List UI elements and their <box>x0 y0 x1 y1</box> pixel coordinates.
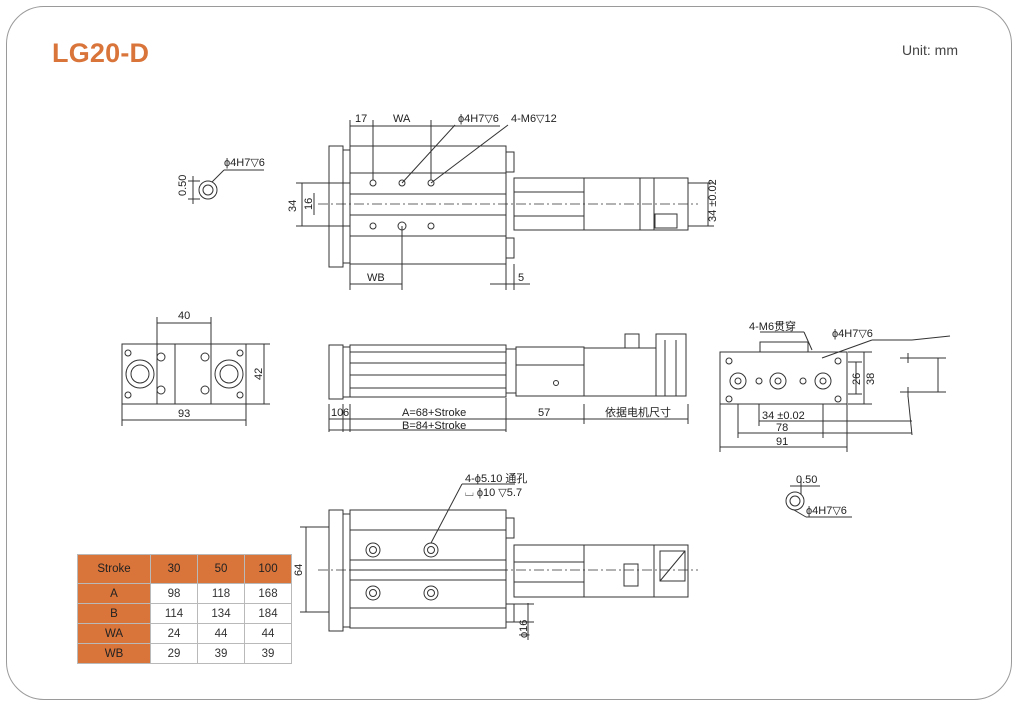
dim-64: 64 <box>293 564 305 576</box>
dim-a: A=68+Stroke <box>402 407 466 419</box>
dim-16: 16 <box>303 198 315 210</box>
dim-34-tol: 34 ±0.02 <box>707 179 719 222</box>
dim-4m6: 4-M6贯穿 <box>749 319 796 333</box>
pin2-gap: 0.50 <box>796 474 817 486</box>
table-row: WB 29 39 39 <box>77 643 292 664</box>
table-cell: 134 <box>197 603 245 624</box>
dim-78: 78 <box>776 422 788 434</box>
table-cell: 39 <box>244 643 292 664</box>
table-header-row: Stroke 30 50 100 <box>77 554 292 584</box>
pin-detail-2 <box>785 478 852 518</box>
dim-34-tol-right: 34 ±0.02 <box>762 410 805 422</box>
dim-b: B=84+Stroke <box>402 420 466 432</box>
right-end-view <box>719 331 951 452</box>
top-view <box>296 120 714 290</box>
table-cell: 44 <box>244 623 292 644</box>
table-row: B 114 134 184 <box>77 603 292 624</box>
dim-motor: 依据电机尺寸 <box>605 405 671 419</box>
dim-38: 38 <box>865 373 877 385</box>
page-title: LG20-D <box>52 38 150 68</box>
table-header-cell: Stroke <box>77 554 151 584</box>
table-row: A 98 118 168 <box>77 583 292 604</box>
table-header-cell: 50 <box>197 554 245 584</box>
dim-wb: WB <box>367 272 385 284</box>
table-cell: 29 <box>150 643 198 664</box>
dim-42: 42 <box>253 368 265 380</box>
dim-17: 17 <box>355 113 367 125</box>
left-end-view <box>121 317 270 426</box>
dim-wa: WA <box>393 113 411 125</box>
table-cell: 168 <box>244 583 292 604</box>
dim-phi16: ϕ16 <box>518 620 530 638</box>
dim-57: 57 <box>538 407 550 419</box>
table-cell: 98 <box>150 583 198 604</box>
table-cell: 118 <box>197 583 245 604</box>
dim-through-holes: 4-ϕ5.10 通孔 <box>465 472 527 485</box>
dim-counterbore: ⌴ ϕ10 ▽5.7 <box>465 487 522 499</box>
table-header-cell: 100 <box>244 554 292 584</box>
stroke-table: Stroke 30 50 100 A 98 118 168 B 114 134 … <box>77 554 292 664</box>
dim-91: 91 <box>776 436 788 448</box>
pin-detail-1 <box>188 169 264 204</box>
dim-hole-top-1: ϕ4H7▽6 <box>458 113 499 125</box>
dim-hole-top-2: 4-M6▽12 <box>511 113 557 125</box>
dim-40: 40 <box>178 310 190 322</box>
dim-34: 34 <box>287 200 299 212</box>
dim-26: 26 <box>851 373 863 385</box>
table-cell: 184 <box>244 603 292 624</box>
table-cell: 114 <box>150 603 198 624</box>
page-frame <box>6 6 1012 700</box>
row-label: A <box>77 583 151 604</box>
pin1-gap: 0.50 <box>177 175 189 196</box>
row-label: WA <box>77 623 151 644</box>
table-cell: 24 <box>150 623 198 644</box>
dim-6: 6 <box>343 407 349 419</box>
dim-93: 93 <box>178 408 190 420</box>
dim-10: 10 <box>331 407 343 419</box>
middle-side-view <box>328 333 689 432</box>
table-cell: 44 <box>197 623 245 644</box>
dim-5: 5 <box>518 272 524 284</box>
bottom-view <box>300 483 698 640</box>
unit-label: Unit: mm <box>902 42 958 58</box>
table-cell: 39 <box>197 643 245 664</box>
pin1-hole: ϕ4H7▽6 <box>224 157 265 169</box>
table-header-cell: 30 <box>150 554 198 584</box>
dim-hole-right: ϕ4H7▽6 <box>832 328 873 340</box>
row-label: WB <box>77 643 151 664</box>
table-row: WA 24 44 44 <box>77 623 292 644</box>
pin2-hole: ϕ4H7▽6 <box>806 505 847 517</box>
row-label: B <box>77 603 151 624</box>
